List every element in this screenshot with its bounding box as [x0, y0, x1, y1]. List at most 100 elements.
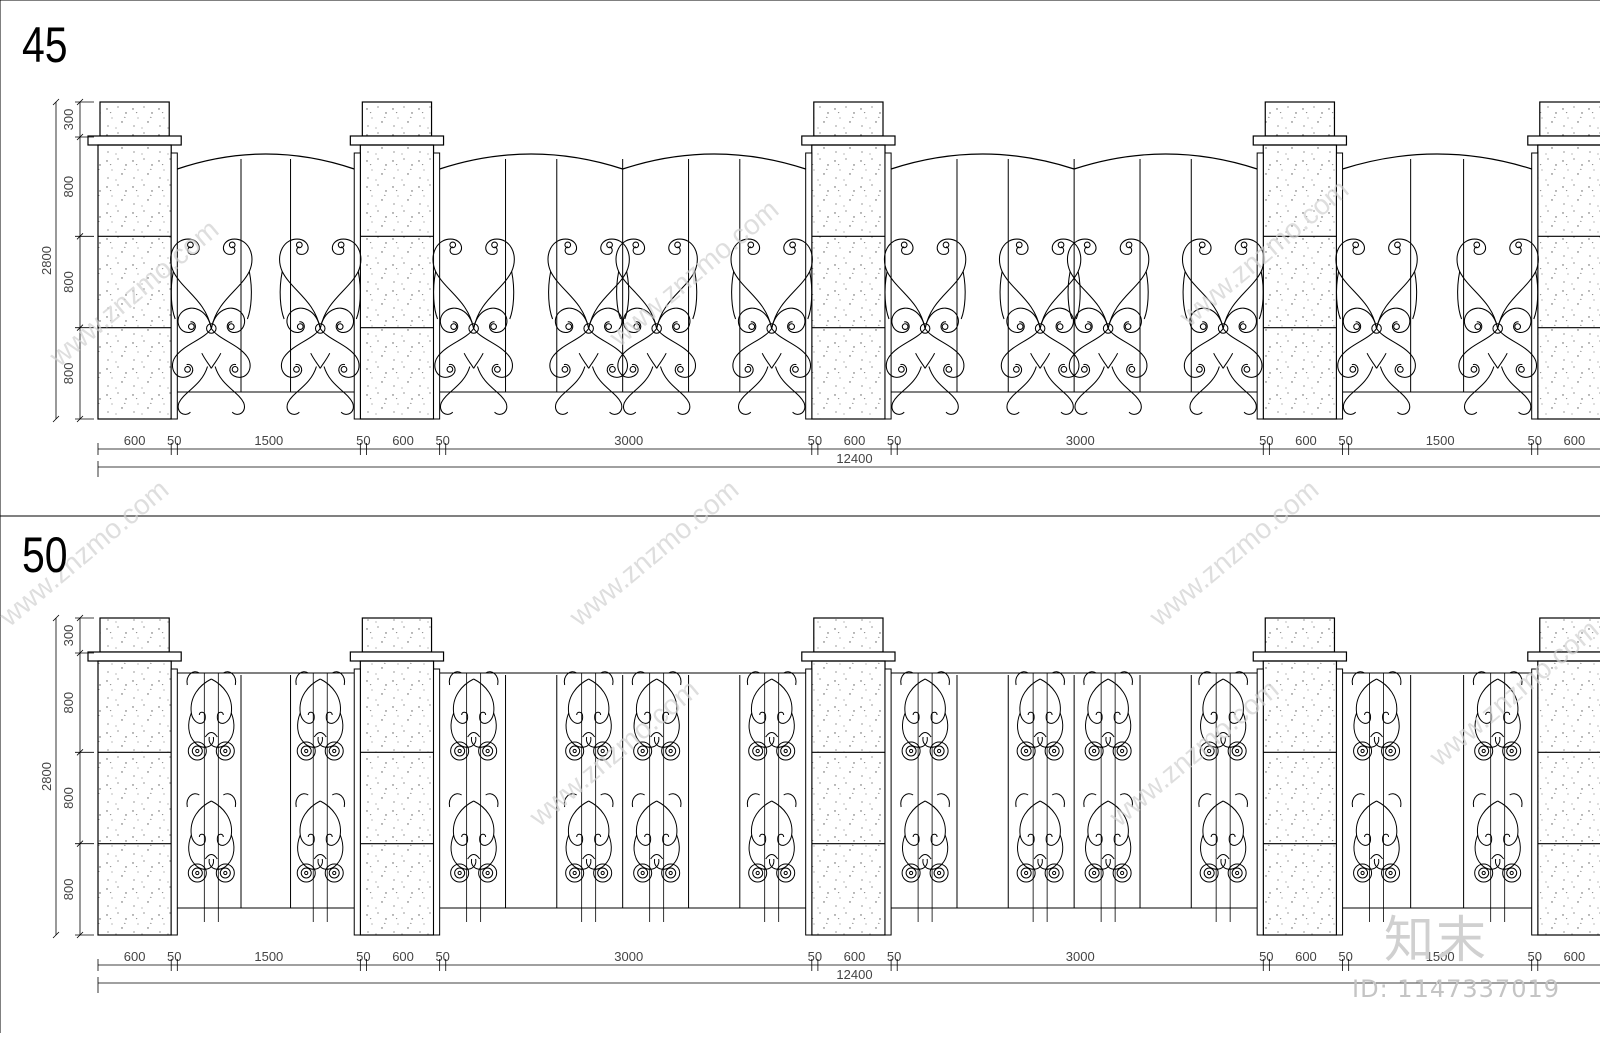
pier-cornice	[801, 135, 896, 146]
pier-cornice	[349, 651, 445, 662]
stone-pier	[349, 617, 445, 936]
fence-post	[353, 668, 361, 936]
url-watermark: www.znzmo.com	[603, 193, 785, 352]
scroll-ornament	[1084, 672, 1133, 760]
pier-cornice	[87, 651, 182, 662]
pier-cornice	[1252, 651, 1348, 662]
drawing-number-50: 50	[22, 527, 68, 583]
pier-cap	[361, 617, 433, 653]
dim-label: 50	[1338, 433, 1352, 448]
iron-fence-bay	[1336, 152, 1538, 420]
url-watermark: www.znzmo.com	[1143, 473, 1325, 632]
dim-label: 3000	[614, 433, 643, 448]
pier-cornice	[349, 135, 445, 146]
scroll-ornament	[1199, 794, 1248, 882]
dim-label: 3000	[1066, 433, 1095, 448]
stone-pier	[87, 617, 182, 936]
scroll-ornament	[1352, 794, 1401, 882]
scroll-ornament	[1336, 239, 1417, 414]
dim-slash	[76, 614, 84, 622]
pier-cap	[99, 101, 170, 137]
arched-top-rail	[177, 153, 355, 170]
fence-post	[433, 668, 441, 936]
iron-fence-bay	[884, 668, 1264, 936]
pier-shaft	[1262, 144, 1338, 420]
arched-top-rail	[1073, 153, 1258, 170]
stone-pier	[87, 101, 182, 420]
dim-slash	[52, 415, 60, 423]
dim-total-label: 12400	[836, 967, 872, 982]
pier-cap	[1264, 101, 1336, 137]
dim-label: 600	[1295, 433, 1317, 448]
dim-label: 50	[435, 433, 449, 448]
pier-shaft	[359, 144, 435, 420]
dim-label: 1500	[254, 949, 283, 964]
stone-pier	[1527, 101, 1600, 420]
arched-top-rail	[1342, 153, 1532, 170]
dim-slash	[76, 324, 84, 331]
arched-top-rail	[439, 153, 623, 170]
dim-label: 600	[392, 433, 414, 448]
dim-label: 800	[61, 176, 76, 198]
fence-post	[1335, 668, 1344, 936]
id-watermark: ID: 1147337019	[1352, 975, 1560, 1003]
dim-label: 50	[1259, 949, 1273, 964]
pier-shaft	[1262, 660, 1338, 936]
fence-post	[170, 152, 178, 420]
arched-top-rail	[890, 153, 1075, 170]
pier-cornice	[1252, 135, 1348, 146]
dim-label: 600	[1564, 433, 1586, 448]
dim-slash	[76, 649, 84, 657]
pier-cap	[813, 617, 884, 653]
pier-shaft	[97, 144, 172, 420]
stone-pier	[1252, 101, 1348, 420]
dim-total-label: 2800	[39, 246, 54, 275]
scroll-ornament	[632, 794, 681, 882]
pier-cap	[1539, 617, 1600, 653]
fence-post	[1256, 152, 1264, 420]
pier-shaft	[1537, 144, 1600, 420]
fence-post	[1256, 668, 1264, 936]
pier-cap	[1539, 101, 1600, 137]
dim-slash	[52, 614, 60, 622]
scroll-ornament	[1457, 239, 1538, 414]
pier-cap	[1264, 617, 1336, 653]
dim-slash	[52, 98, 60, 106]
pier-cap	[99, 617, 170, 653]
dim-label: 50	[808, 949, 822, 964]
dim-slash	[76, 840, 84, 847]
dim-label: 800	[61, 692, 76, 714]
scroll-ornament	[449, 672, 498, 760]
url-watermark: www.znzmo.com	[523, 673, 705, 832]
dim-label: 600	[1564, 949, 1586, 964]
fence-post	[1531, 668, 1539, 936]
pier-shaft	[1537, 660, 1600, 936]
dim-label: 1500	[1426, 949, 1455, 964]
iron-fence-bay	[170, 152, 361, 420]
dim-label: 3000	[1066, 949, 1095, 964]
scroll-ornament	[433, 239, 514, 414]
pier-shaft	[811, 144, 886, 420]
pier-cornice	[1527, 135, 1600, 146]
dim-total-label: 2800	[39, 762, 54, 791]
dim-label: 600	[1295, 949, 1317, 964]
scroll-ornament	[1352, 672, 1401, 760]
fence-post	[884, 668, 892, 936]
stone-pier	[801, 101, 896, 420]
scroll-ornament	[449, 794, 498, 882]
dim-label: 600	[124, 949, 146, 964]
pier-shaft	[97, 660, 172, 936]
iron-fence-bay	[170, 668, 361, 936]
dim-total-label: 12400	[836, 451, 872, 466]
scroll-ornament	[280, 239, 361, 414]
dim-label: 50	[1338, 949, 1352, 964]
scroll-ornament	[731, 239, 812, 414]
scroll-ornament	[747, 794, 796, 882]
scroll-ornament	[296, 672, 345, 760]
